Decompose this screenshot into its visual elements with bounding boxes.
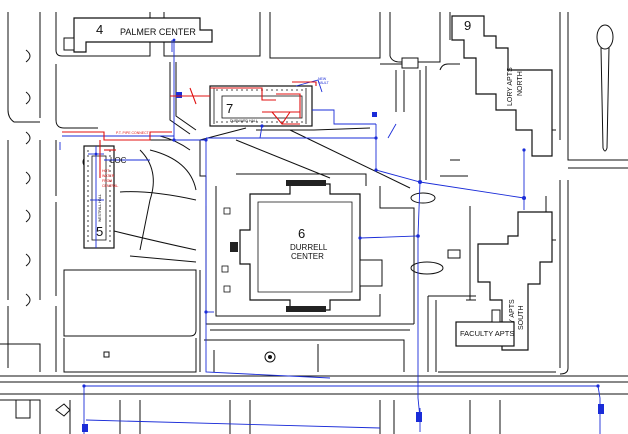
map-callouts: P.T. PIPE CONNECT HOT WATER FROM CENTRAL…: [102, 77, 330, 188]
lamppost-icon: [596, 24, 614, 152]
manhole-icon[interactable]: [264, 351, 276, 363]
building-durward-hall[interactable]: 7 DURWARD HALL: [209, 85, 313, 127]
callout-water: WATER: [102, 174, 115, 178]
building-label-durrell-1: DURRELL: [290, 243, 328, 252]
callout-vault-loc: LOC: [110, 156, 127, 165]
building-lory-apts-north[interactable]: 9 LORY APTS NORTH: [451, 15, 553, 157]
highlight-lines: [62, 81, 317, 178]
callout-new: NEW: [318, 77, 327, 81]
building-palmer-center[interactable]: 4 PALMER CENTER: [63, 17, 213, 53]
callout-from: FROM: [102, 179, 112, 183]
building-westfall-hall[interactable]: 5 WESTFALL HALL: [83, 145, 115, 249]
westfall-window-marks: [87, 150, 111, 244]
building-label-durrell-2: CENTER: [291, 252, 324, 261]
building-number-westfall: 5: [96, 224, 103, 239]
building-faculty-apts[interactable]: FACULTY APTS: [455, 309, 515, 347]
small-structures: [103, 57, 461, 358]
street-outlines: [0, 12, 628, 434]
building-label-durward: DURWARD HALL: [230, 119, 258, 123]
building-number-lory-north: 9: [464, 18, 471, 33]
building-number-palmer: 4: [96, 22, 103, 37]
building-label-lory-north-1: LORY APTS: [507, 67, 514, 106]
callout-hot: HOT: [102, 169, 110, 173]
callout-pt-pipe: P.T. PIPE CONNECT: [116, 131, 150, 135]
building-label-lory-south-2: SOUTH: [518, 306, 525, 331]
building-lory-apts-south[interactable]: LORY APTS SOUTH: [477, 211, 553, 351]
building-durrell-center[interactable]: 6 DURRELL CENTER: [221, 180, 383, 312]
building-label-lory-south-1: LORY APTS: [509, 299, 516, 338]
building-number-durward: 7: [226, 101, 233, 116]
callout-vault: VAULT: [318, 81, 330, 85]
building-label-palmer: PALMER CENTER: [120, 27, 196, 37]
durward-window-marks: [213, 88, 307, 124]
building-label-faculty: FACULTY APTS: [460, 329, 514, 338]
building-label-westfall: WESTFALL HALL: [98, 194, 102, 222]
valve-icon[interactable]: [82, 38, 604, 432]
callout-central: CENTRAL: [102, 184, 118, 188]
building-number-durrell: 6: [298, 226, 305, 241]
building-label-lory-north-2: NORTH: [517, 71, 524, 96]
